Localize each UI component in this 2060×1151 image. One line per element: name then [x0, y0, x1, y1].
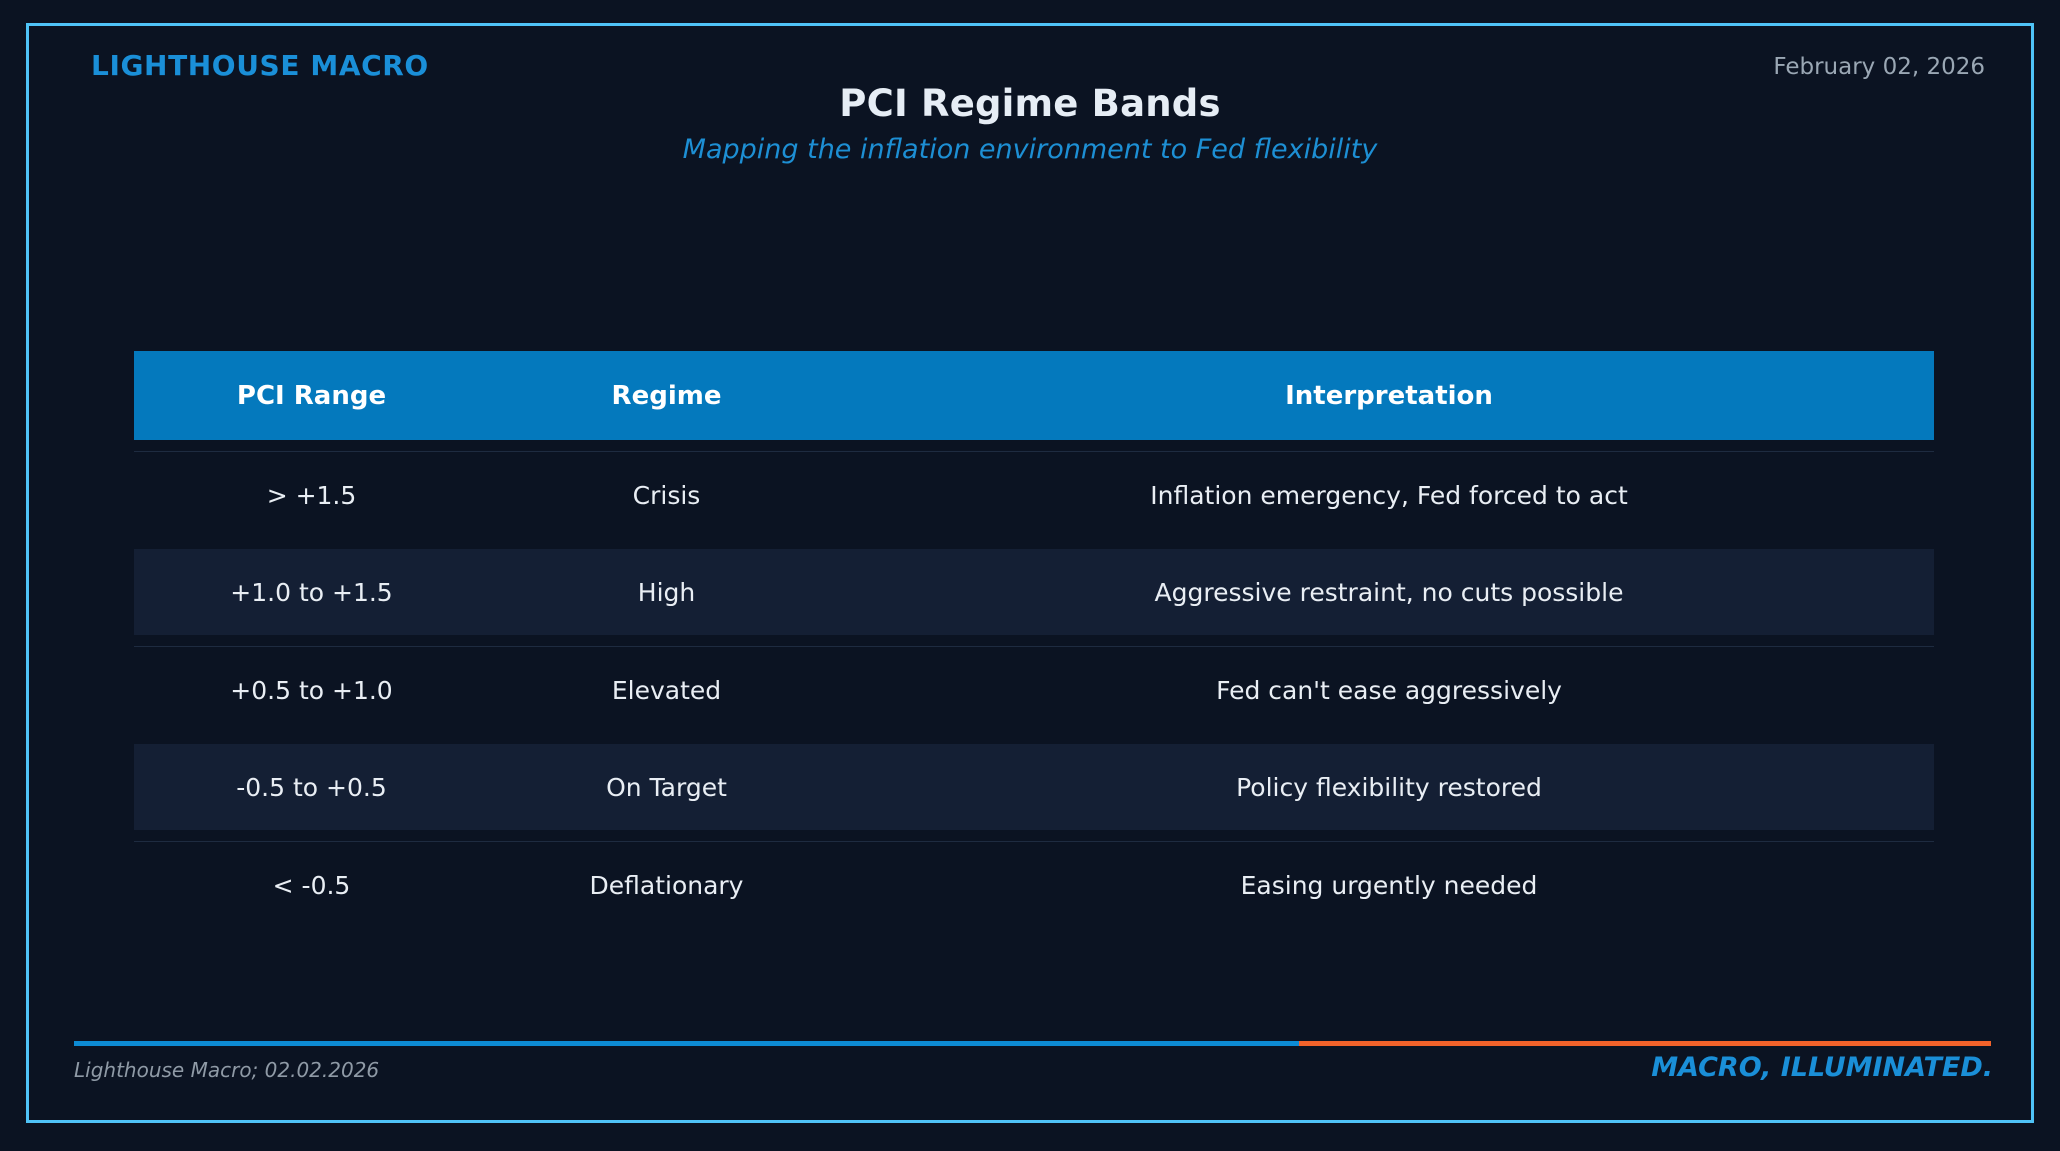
cell-regime: High	[637, 577, 696, 607]
cell-regime: Crisis	[632, 480, 701, 510]
cell-pci-range: < -0.5	[272, 870, 351, 900]
cell-interpretation: Fed can't ease aggressively	[1216, 675, 1562, 705]
slide-frame: LIGHTHOUSE MACRO February 02, 2026 PCI R…	[26, 23, 2034, 1123]
footer-tagline: MACRO, ILLUMINATED.	[1651, 1052, 1993, 1083]
column-header-interpretation: Interpretation	[1285, 380, 1493, 411]
cell-pci-range: > +1.5	[266, 480, 357, 510]
table-row: -0.5 to +0.5 On Target Policy flexibilit…	[134, 744, 1934, 830]
cell-regime: On Target	[606, 772, 727, 802]
row-gap	[134, 733, 1934, 744]
accent-segment-blue	[74, 1041, 1299, 1046]
table-row: +1.0 to +1.5 High Aggressive restraint, …	[134, 549, 1934, 635]
column-header-regime: Regime	[611, 380, 722, 411]
table-row: +0.5 to +1.0 Elevated Fed can't ease agg…	[134, 646, 1934, 733]
column-header-pci-range: PCI Range	[236, 380, 387, 411]
cell-interpretation: Policy flexibility restored	[1236, 772, 1542, 802]
cell-regime: Deflationary	[589, 870, 744, 900]
brand-wordmark: LIGHTHOUSE MACRO	[91, 49, 429, 82]
table-header-row: PCI Range Regime Interpretation	[134, 351, 1934, 440]
report-date: February 02, 2026	[1773, 54, 1985, 80]
cell-regime: Elevated	[611, 675, 722, 705]
cell-pci-range: -0.5 to +0.5	[236, 772, 387, 802]
table-row: < -0.5 Deflationary Easing urgently need…	[134, 841, 1934, 928]
footer-accent-rule	[74, 1041, 1991, 1046]
table-row: > +1.5 Crisis Inflation emergency, Fed f…	[134, 451, 1934, 538]
row-gap	[134, 830, 1934, 841]
page-title: PCI Regime Bands	[839, 82, 1221, 125]
page-subtitle: Mapping the inflation environment to Fed…	[682, 134, 1378, 165]
cell-interpretation: Inflation emergency, Fed forced to act	[1150, 480, 1628, 510]
row-gap	[134, 538, 1934, 549]
row-gap	[134, 635, 1934, 646]
cell-pci-range: +0.5 to +1.0	[230, 675, 393, 705]
cell-interpretation: Aggressive restraint, no cuts possible	[1154, 577, 1624, 607]
regime-bands-table: PCI Range Regime Interpretation > +1.5 C…	[134, 351, 1934, 928]
cell-interpretation: Easing urgently needed	[1240, 870, 1538, 900]
cell-pci-range: +1.0 to +1.5	[230, 577, 393, 607]
accent-segment-orange	[1299, 1041, 1991, 1046]
footer-source: Lighthouse Macro; 02.02.2026	[74, 1058, 380, 1082]
header-gap	[134, 440, 1934, 451]
